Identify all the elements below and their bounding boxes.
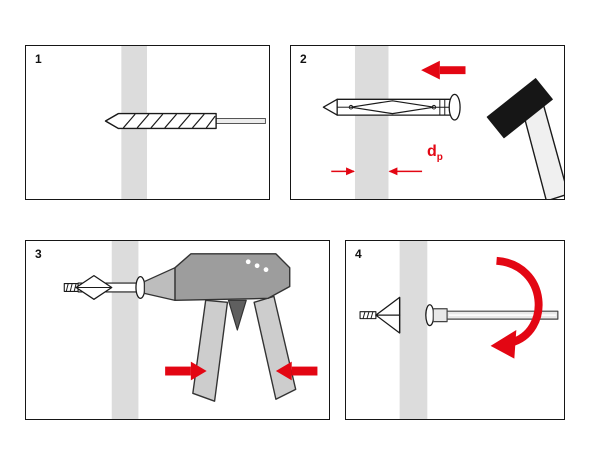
wall-cross-section — [111, 241, 139, 419]
step-4-panel: 4 — [345, 240, 565, 420]
step-3-illustration — [63, 241, 318, 419]
wall-cross-section — [354, 46, 389, 199]
hammer-icon — [486, 78, 564, 199]
step-number: 3 — [35, 247, 42, 261]
step-number: 1 — [35, 52, 42, 66]
setting-tool-icon — [143, 253, 297, 402]
wall-cross-section — [399, 241, 428, 419]
expanded-anchor-icon — [63, 274, 146, 300]
collapsed-anchor-icon — [359, 296, 435, 334]
dimension-arrows-icon — [331, 167, 423, 176]
step-2-illustration — [322, 46, 564, 199]
wall-thickness-label: dp — [427, 144, 443, 163]
rotation-arrow-icon — [490, 256, 543, 359]
step-number: 4 — [355, 247, 362, 261]
step-3-panel: 3 — [25, 240, 330, 420]
dimension-subscript: p — [436, 152, 443, 164]
arrow-left-icon — [421, 60, 466, 80]
step-2-panel: 2 dp — [290, 45, 565, 200]
step-1-panel: 1 — [25, 45, 270, 200]
dimension-symbol: d — [427, 143, 437, 160]
step-4-illustration — [359, 241, 559, 419]
arrow-right-icon — [165, 361, 207, 381]
anchor-icon — [322, 93, 461, 121]
step-1-illustration — [104, 46, 266, 199]
step-number: 2 — [300, 52, 307, 66]
arrow-left-icon — [275, 361, 318, 381]
drill-bit-icon — [104, 112, 266, 130]
